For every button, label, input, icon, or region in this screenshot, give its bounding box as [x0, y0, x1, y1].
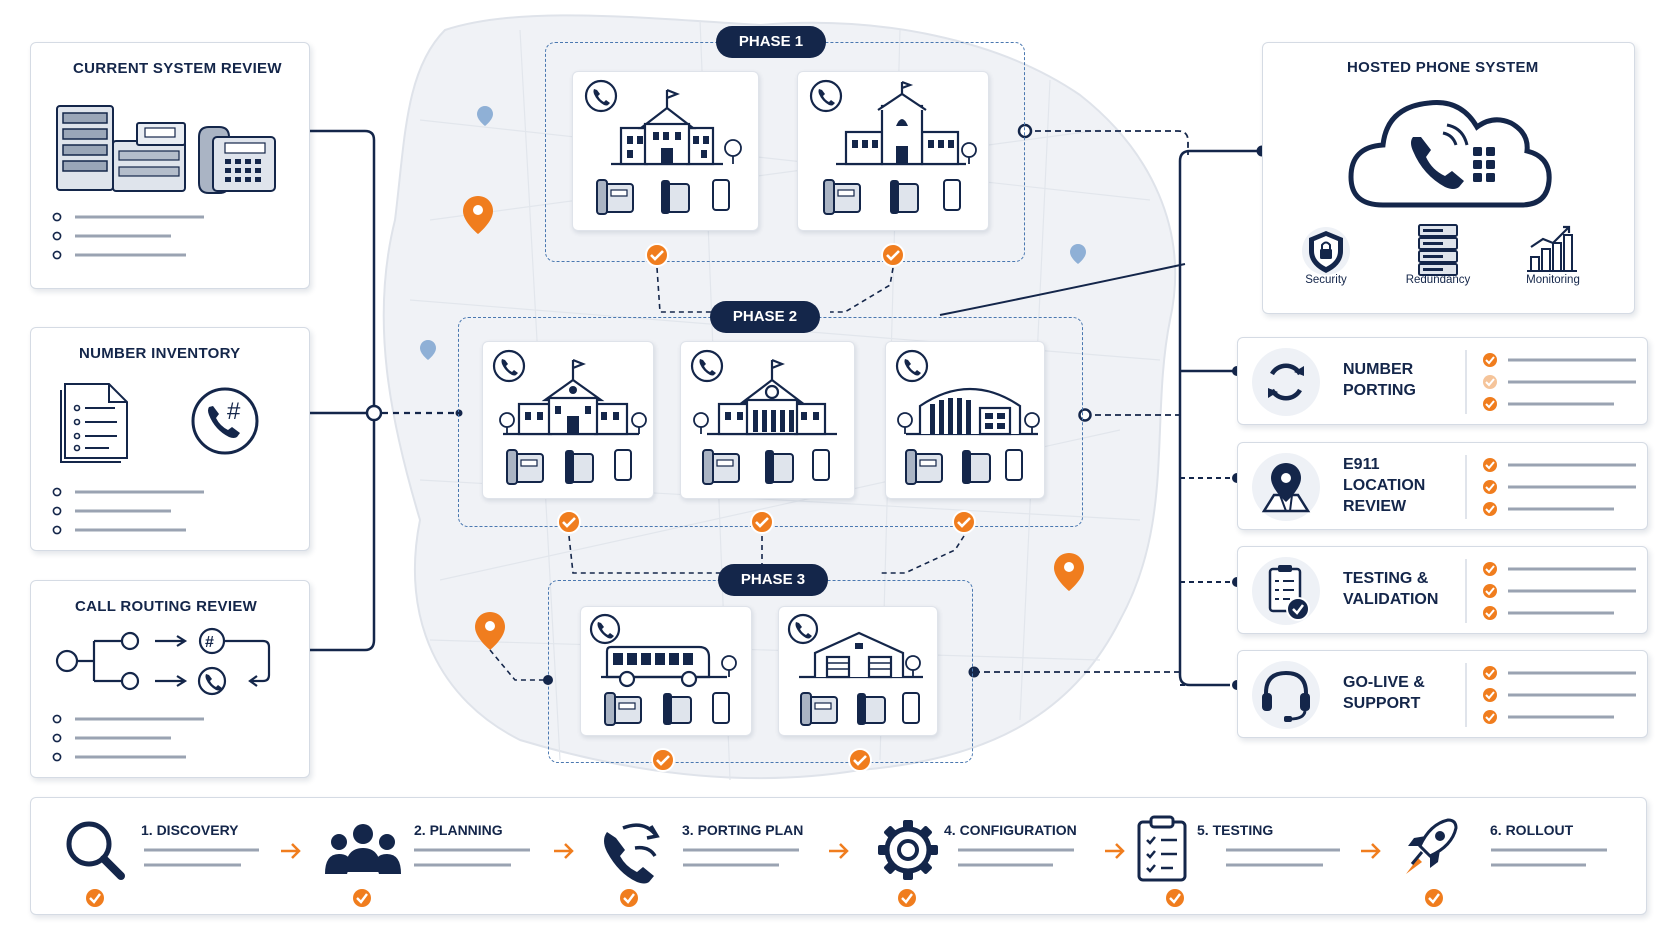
school-building-icon — [584, 79, 742, 215]
panel-title: CALL ROUTING REVIEW — [75, 598, 258, 615]
panel-title: HOSTED PHONE SYSTEM — [1347, 59, 1539, 76]
small-map-pin-icon — [420, 106, 1086, 360]
school-bell-icon — [809, 79, 977, 215]
svg-text:#: # — [227, 398, 241, 425]
gymnasium-icon — [895, 349, 1040, 485]
e911-location-review-title: E911 LOCATION REVIEW — [1343, 456, 1426, 515]
left-connector-lines — [310, 129, 376, 652]
checklist-placeholder — [52, 487, 204, 535]
device-set-icon — [506, 449, 632, 485]
map-pin-icon — [1054, 553, 1084, 591]
check-badge-icon — [86, 889, 1443, 907]
step-planning-label: 2. PLANNING — [414, 822, 503, 838]
team-icon — [325, 824, 401, 874]
device-set-icon — [800, 692, 920, 726]
garage-icon — [787, 613, 923, 726]
step-porting-plan-label: 3. PORTING PLAN — [682, 822, 804, 838]
headset-icon — [1252, 661, 1320, 729]
device-set-icon — [823, 179, 961, 215]
site-card-school-bus[interactable] — [580, 606, 752, 736]
number-porting-panel[interactable]: NUMBER PORTING — [1237, 337, 1648, 425]
security-label: Security — [1305, 274, 1347, 286]
arrow-right-icon — [281, 843, 1381, 859]
sync-icon — [1252, 348, 1320, 416]
redundancy-label: Redundancy — [1405, 274, 1471, 286]
monitoring-chart-icon — [1527, 225, 1577, 272]
svg-text:#: # — [205, 634, 214, 651]
number-porting-title: NUMBER PORTING — [1343, 361, 1416, 399]
number-inventory-panel: NUMBER INVENTORY # — [30, 327, 310, 551]
site-card-school-bell[interactable] — [797, 71, 989, 231]
timeline-decorations — [86, 843, 1607, 907]
school-building-icon — [492, 349, 647, 485]
testing-validation-title: TESTING & VALIDATION — [1343, 570, 1439, 608]
call-routing-flow-icon: # — [55, 627, 271, 696]
security-shield-icon — [1302, 227, 1350, 275]
step-configuration-label: 4. CONFIGURATION — [944, 822, 1077, 838]
device-set-icon — [604, 692, 730, 726]
testing-validation-panel[interactable]: TESTING & VALIDATION — [1237, 546, 1648, 634]
current-system-review-panel: CURRENT SYSTEM REVIEW — [30, 42, 310, 289]
device-set-icon — [702, 449, 830, 485]
status-checklist — [1465, 455, 1636, 519]
site-card-school-clock[interactable] — [680, 341, 855, 499]
map-pin-icon — [475, 612, 505, 650]
phone-hash-icon: # — [191, 387, 259, 455]
step-discovery-label: 1. DISCOVERY — [141, 822, 239, 838]
step-rollout-label: 6. ROLLOUT — [1490, 822, 1574, 838]
site-card-garage[interactable] — [778, 606, 938, 736]
e911-location-review-panel[interactable]: E911 LOCATION REVIEW — [1237, 442, 1648, 530]
phase-1-label: PHASE 1 — [716, 26, 826, 58]
school-clock-icon — [690, 349, 837, 485]
gear-icon — [878, 820, 938, 880]
device-set-icon — [596, 179, 730, 215]
pbx-hardware-icon — [56, 105, 276, 194]
status-checklist — [1465, 663, 1636, 727]
checklist-icon — [1137, 815, 1187, 882]
hosted-phone-system-panel: HOSTED PHONE SYSTEM Security Redundancy — [1262, 42, 1635, 314]
panel-title: NUMBER INVENTORY — [79, 345, 241, 362]
magnifier-icon — [66, 821, 125, 880]
document-list-icon — [60, 383, 128, 463]
map-pin-icon — [463, 196, 493, 234]
panel-title: CURRENT SYSTEM REVIEW — [73, 60, 282, 77]
checklist-placeholder — [52, 714, 204, 762]
phase-3-label: PHASE 3 — [718, 564, 828, 596]
call-routing-review-panel: CALL ROUTING REVIEW # — [30, 580, 310, 778]
rollout-timeline-panel: 1. DISCOVERY 2. PLANNING 3. PORTING PLAN — [30, 797, 1647, 915]
step-testing-label: 5. TESTING — [1197, 822, 1274, 838]
site-card-school[interactable] — [572, 71, 759, 231]
status-checklist — [1465, 559, 1636, 623]
clipboard-check-icon — [1252, 557, 1320, 625]
redundancy-server-icon — [1418, 224, 1458, 276]
phase-2-label: PHASE 2 — [710, 301, 820, 333]
location-map-icon — [1252, 453, 1320, 521]
monitoring-label: Monitoring — [1526, 274, 1580, 286]
site-card-school[interactable] — [482, 341, 654, 499]
site-card-gymnasium[interactable] — [885, 341, 1045, 499]
school-bus-icon — [589, 613, 737, 726]
rocket-icon — [1406, 818, 1458, 874]
checklist-placeholder — [52, 212, 204, 260]
device-set-icon — [905, 449, 1023, 485]
phase-links — [489, 267, 965, 681]
phone-transfer-icon — [604, 823, 660, 884]
go-live-support-panel[interactable]: GO-LIVE & SUPPORT — [1237, 650, 1648, 738]
cloud-phone-icon — [1348, 100, 1552, 208]
status-checklist — [1465, 350, 1636, 414]
go-live-support-title: GO-LIVE & SUPPORT — [1343, 674, 1425, 712]
